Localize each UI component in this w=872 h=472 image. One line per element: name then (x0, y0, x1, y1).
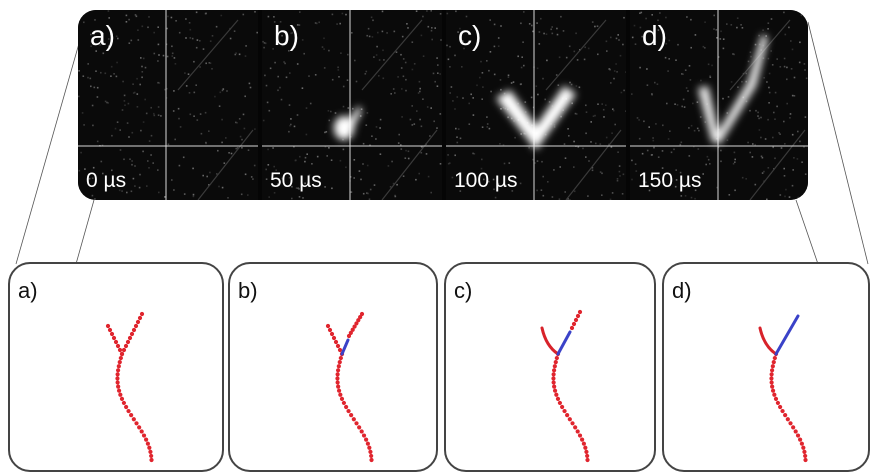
connector-left-outer (16, 40, 80, 264)
channel-dots-stem (115, 352, 153, 462)
channel-dots-stem (551, 352, 589, 462)
sketch-panel-c: c) (444, 262, 656, 472)
photo-frame-d: d) 150 µs (630, 10, 808, 200)
photo-frame-time: 150 µs (638, 170, 701, 192)
photo-frame-time: 0 µs (86, 170, 126, 192)
sketch-drawing (664, 264, 870, 472)
photo-frame-b: b) 50 µs (262, 10, 442, 200)
photo-frame-label: c) (458, 22, 481, 50)
channel-dots-left-branch (106, 324, 124, 356)
channel-dots-right-branch (570, 310, 582, 330)
channel-dots-left-branch (326, 324, 344, 356)
photo-frame-label: b) (274, 22, 299, 50)
connector-right-inner (796, 200, 818, 264)
blue-branch-line (776, 316, 798, 354)
sketch-panel-label: c) (454, 278, 472, 304)
channel-dots-right-branch (120, 312, 144, 356)
channel-dots-stem (335, 352, 373, 462)
red-branch-line (542, 328, 558, 354)
sketch-panel-b: b) (228, 262, 438, 472)
sketch-panel-label: b) (238, 278, 258, 304)
blue-branch-line (558, 332, 570, 354)
photo-frame-a: a) 0 µs (78, 10, 258, 200)
blue-branch-line (342, 340, 348, 354)
sketch-drawing (230, 264, 438, 472)
sketch-drawing (10, 264, 224, 472)
sketch-panel-d: d) (662, 262, 870, 472)
channel-dots-right-branch (347, 312, 364, 338)
photo-frame-label: a) (90, 22, 115, 50)
photo-frame-time: 100 µs (454, 170, 517, 192)
photo-frame-label: d) (642, 22, 667, 50)
sketch-panel-a: a) (8, 262, 224, 472)
channel-dots-stem (769, 352, 807, 462)
red-branch-line (760, 328, 776, 354)
photo-strip: a) 0 µs b) 50 µs c) 100 µs d) 150 µs (78, 10, 808, 200)
sketch-drawing (446, 264, 656, 472)
sketch-panel-label: a) (18, 278, 38, 304)
photo-frame-time: 50 µs (270, 170, 322, 192)
connector-right-outer (808, 22, 868, 264)
photo-frame-c: c) 100 µs (446, 10, 626, 200)
sketch-panel-label: d) (672, 278, 692, 304)
connector-left-inner (76, 200, 94, 264)
